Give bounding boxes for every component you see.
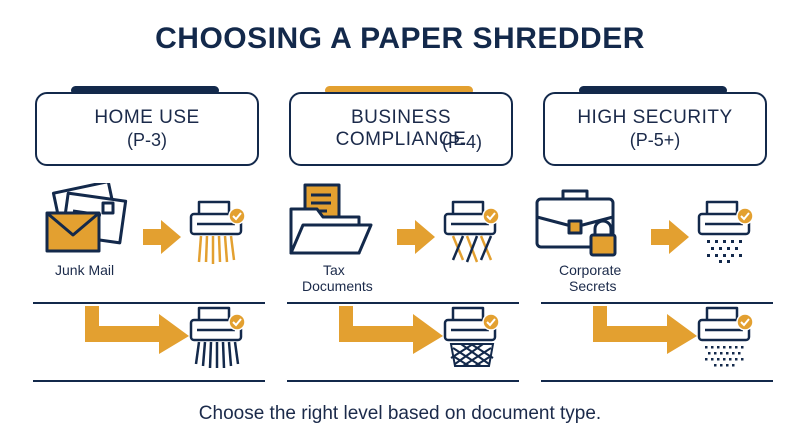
shredder-micro-cut-icon: [697, 200, 754, 263]
divider: [541, 302, 773, 304]
divider: [287, 380, 519, 382]
shredder-cross-cut-icon: [443, 200, 500, 263]
level-name: COMPLIANCE: [335, 129, 467, 150]
arrow-right-icon: [143, 220, 181, 254]
briefcase-lock-icon: [535, 189, 617, 257]
level-column-high-security: HIGH SECURITY (P-5+) Corporate Secrets: [533, 0, 773, 447]
level-card-high-security: HIGH SECURITY (P-5+): [543, 92, 767, 166]
document-label: Junk Mail: [55, 262, 115, 278]
level-code: (P-3): [127, 130, 167, 150]
level-column-home-use: HOME USE (P-3) Junk Mail: [25, 0, 265, 447]
level-name: HOME USE: [94, 107, 200, 128]
shredder-strip-cut-icon: [189, 306, 246, 369]
shredder-cross-cut-icon: [443, 306, 500, 367]
arrow-right-icon: [397, 220, 435, 254]
shredder-micro-cut-icon: [697, 306, 754, 367]
document-label: Documents: [302, 278, 373, 294]
footer-caption: Choose the right level based on document…: [198, 403, 602, 424]
divider: [33, 380, 265, 382]
accent-bar: [579, 86, 727, 95]
page-title: CHOOSING A PAPER SHREDDER: [155, 22, 645, 55]
divider: [287, 302, 519, 304]
level-card-business-compliance: BUSINESS COMPLIANCE: [289, 92, 513, 166]
arrow-elbow-icon: [339, 306, 443, 354]
document-label: Secrets: [569, 278, 617, 294]
arrow-elbow-icon: [85, 306, 189, 354]
divider: [33, 302, 265, 304]
accent-bar: [325, 86, 473, 95]
folder-documents-icon: [289, 183, 373, 255]
level-name: HIGH SECURITY: [577, 107, 733, 128]
level-code: (P-5+): [629, 130, 681, 150]
divider: [541, 380, 773, 382]
accent-bar: [71, 86, 219, 95]
document-label: Corporate: [559, 262, 622, 278]
arrow-right-icon: [651, 220, 689, 254]
document-label: Tax: [323, 262, 345, 278]
level-column-business-compliance: BUSINESS COMPLIANCE (P-4) Tax Documents: [279, 0, 519, 447]
envelope-mail-icon: [45, 183, 128, 253]
level-name: BUSINESS: [350, 107, 452, 128]
level-card-home-use: HOME USE (P-3): [35, 92, 259, 166]
shredder-strip-cut-icon: [189, 200, 246, 264]
arrow-elbow-icon: [593, 306, 697, 354]
level-code: (P-4): [442, 132, 482, 152]
